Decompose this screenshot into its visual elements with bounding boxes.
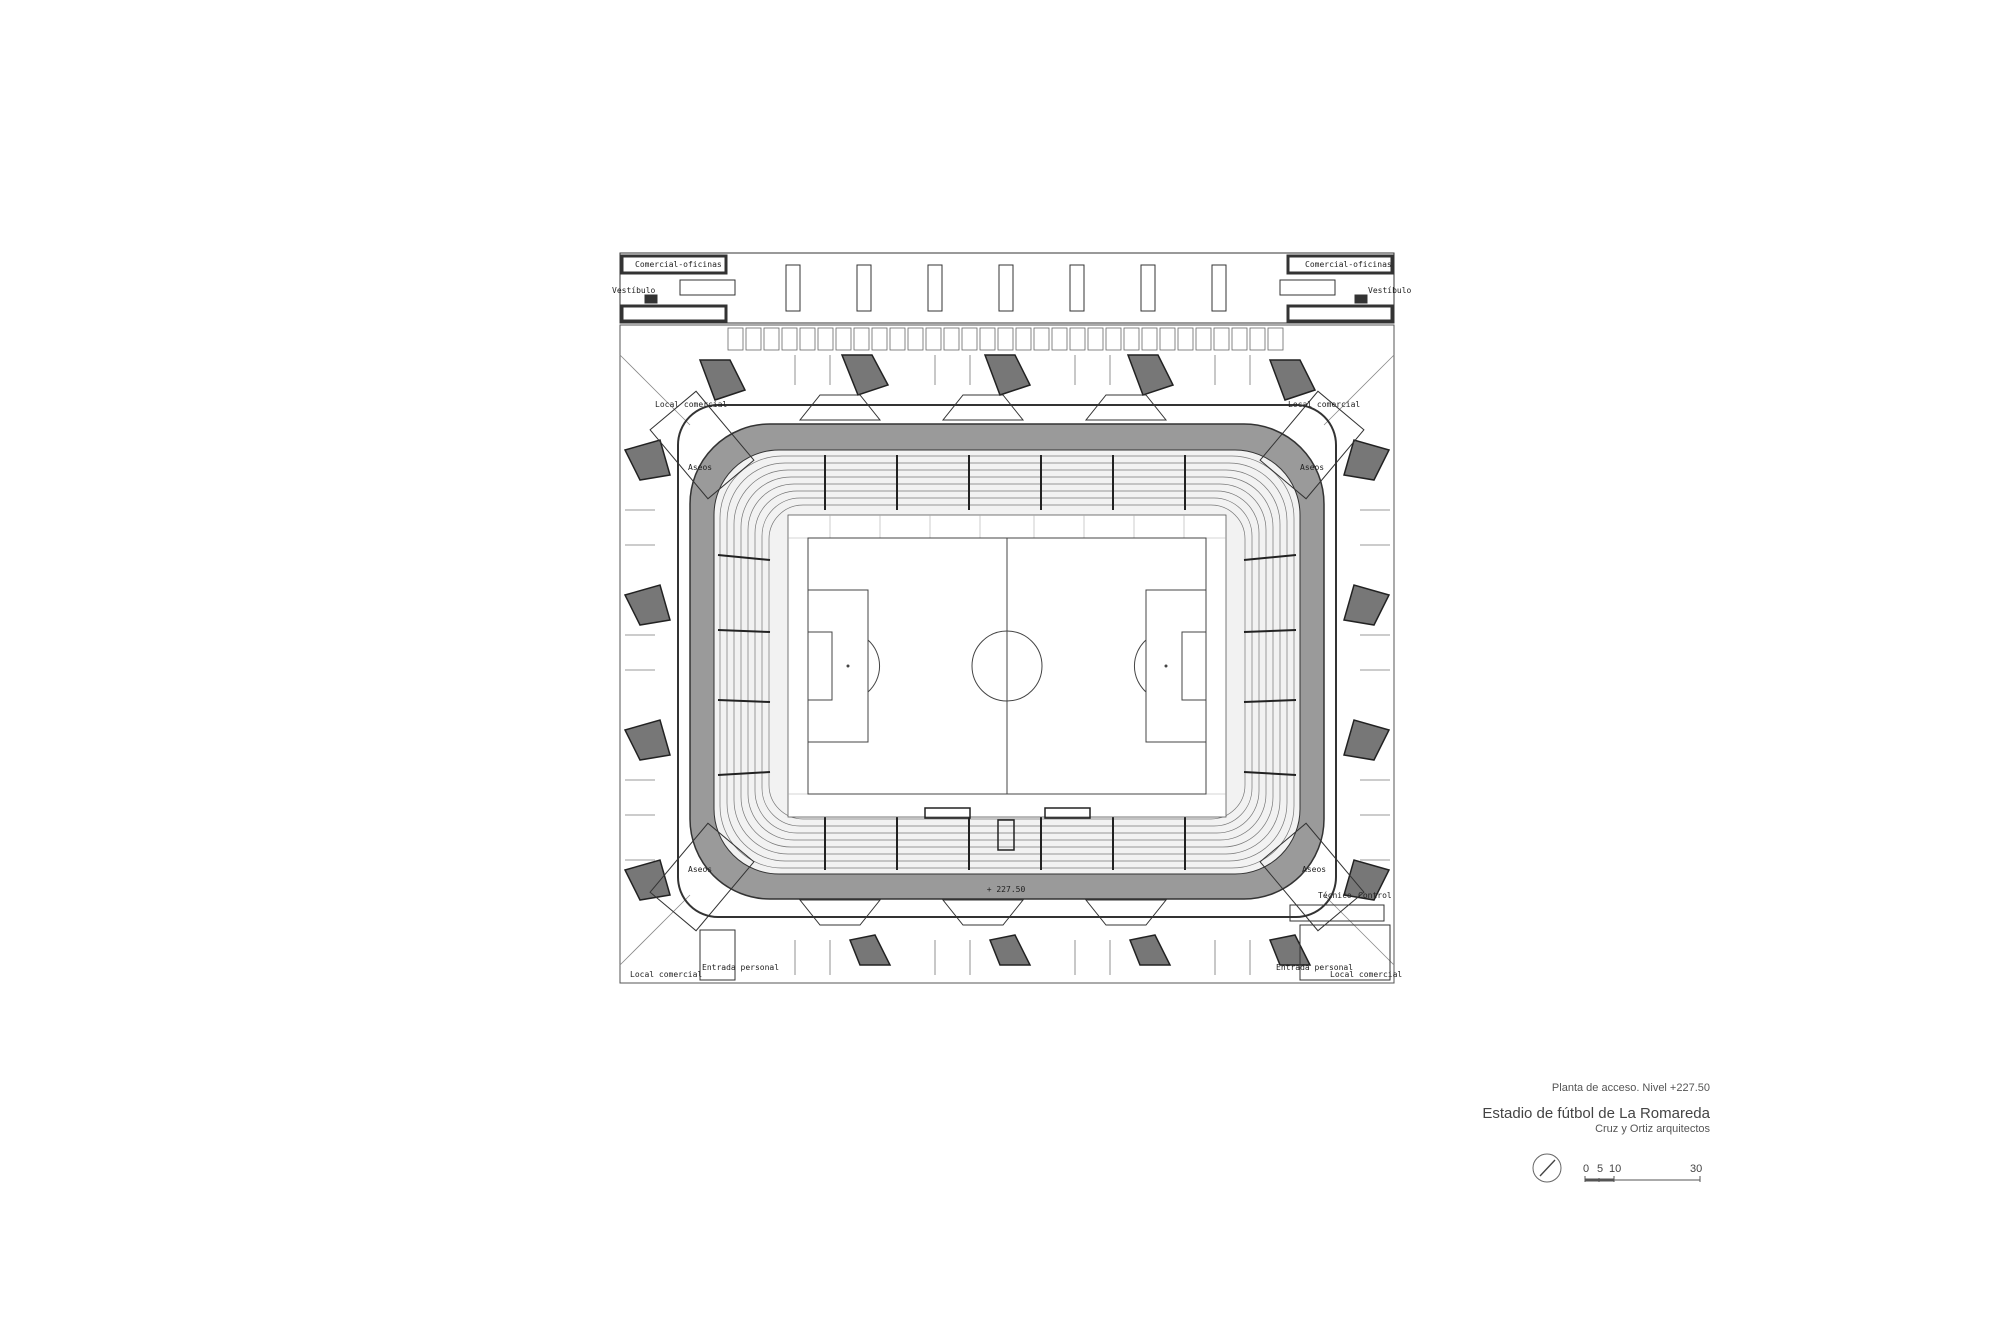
scale-tick-30: 30 — [1690, 1163, 1702, 1175]
seat-rows — [719, 455, 1295, 869]
football-pitch — [807, 537, 1207, 795]
label-vestibule-right: Vestíbulo — [1368, 286, 1412, 295]
scale-bar: 0 5 10 30 — [1532, 1153, 1702, 1183]
label-vestibule-left: Vestíbulo — [612, 286, 656, 295]
entrance-pavilions — [649, 390, 1391, 981]
label-level-mark: + 227.50 — [987, 885, 1026, 894]
parking-stall-lines — [625, 355, 1390, 975]
label-technical: Técnico — [1318, 890, 1352, 900]
scale-ruler — [1584, 1176, 1701, 1182]
corner-diagonals — [619, 354, 1395, 966]
scale-tick-5: 5 — [1597, 1163, 1603, 1175]
parking-row — [727, 327, 1284, 351]
label-local-commercial-sw: Local comercial — [630, 970, 702, 979]
radial-aisles — [717, 455, 1297, 870]
label-commercial-offices-right: Comercial-oficinas — [1305, 260, 1392, 269]
architects-credit: Cruz y Ortiz arquitectos — [1595, 1123, 1710, 1135]
label-toilets-se: Aseos — [1302, 865, 1326, 874]
scale-tick-0: 0 — [1583, 1163, 1589, 1175]
label-entrance-right: Entrada personal — [1276, 963, 1353, 972]
label-control: Control — [1358, 891, 1392, 900]
label-local-commercial-nw: Local comercial — [655, 400, 727, 409]
label-local-commercial-se: Local comercial — [1330, 970, 1402, 979]
label-local-commercial-ne: Local comercial — [1288, 400, 1360, 409]
label-toilets-ne: Aseos — [1300, 463, 1324, 472]
label-toilets-sw: Aseos — [688, 865, 712, 874]
site-boundary — [619, 324, 1395, 984]
north-arrow-icon — [1532, 1153, 1562, 1183]
sheet-title: Planta de acceso. Nivel +227.50 — [1551, 1082, 1710, 1094]
top-commercial-strip — [619, 252, 1395, 324]
dugouts — [924, 807, 1091, 851]
label-commercial-offices-left: Comercial-oficinas — [635, 260, 722, 269]
stair-cores — [623, 354, 1391, 966]
label-toilets-nw: Aseos — [688, 463, 712, 472]
label-entrance-left: Entrada personal — [702, 963, 779, 972]
scale-tick-10: 10 — [1609, 1163, 1621, 1175]
project-title: Estadio de fútbol de La Romareda — [1482, 1105, 1710, 1122]
stadium-outer-shell — [677, 404, 1337, 918]
